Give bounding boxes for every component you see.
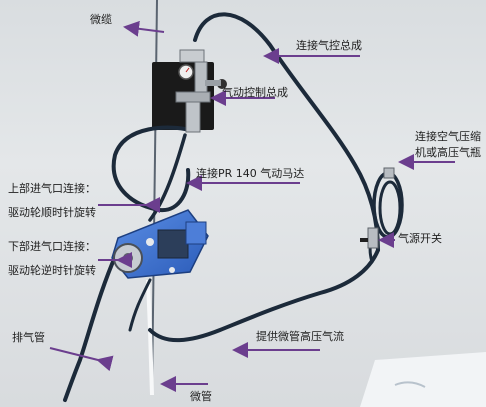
microduct-tube bbox=[146, 279, 154, 396]
label-air-motor: 连接PR 140 气动马达 bbox=[196, 167, 305, 180]
label-pneumatic-control-unit: 气动控制总成 bbox=[222, 86, 288, 99]
paper-sheet bbox=[360, 352, 486, 407]
hoses bbox=[63, 12, 404, 402]
label-lower-inlet-title: 下部进气口连接： bbox=[8, 240, 96, 253]
arrow-microcable bbox=[123, 20, 165, 37]
arrow-exhaust bbox=[49, 347, 114, 372]
label-compressor-line2: 机或高压气瓶 bbox=[415, 146, 481, 159]
label-upper-inlet-desc: 驱动轮顺时针旋转 bbox=[8, 206, 96, 219]
label-air-switch: 气源开关 bbox=[398, 232, 442, 245]
pneumatic-control-hardware bbox=[175, 49, 227, 133]
air-switch-valve bbox=[360, 227, 379, 249]
label-exhaust-pipe: 排气管 bbox=[12, 331, 45, 344]
label-upper-inlet-title: 上部进气口连接： bbox=[8, 182, 96, 195]
annotation-arrows bbox=[49, 20, 455, 392]
label-compressor-line1: 连接空气压缩 bbox=[415, 130, 481, 143]
label-pneumatic-control-assembly: 连接气控总成 bbox=[296, 39, 362, 52]
label-high-pressure-air: 提供微管高压气流 bbox=[256, 330, 344, 343]
label-microduct: 微管 bbox=[190, 390, 212, 403]
label-lower-inlet-desc: 驱动轮逆时针旋转 bbox=[8, 264, 96, 277]
drive-machine bbox=[111, 209, 209, 279]
label-microcable: 微缆 bbox=[90, 13, 112, 26]
compressor-fitting bbox=[383, 167, 395, 179]
